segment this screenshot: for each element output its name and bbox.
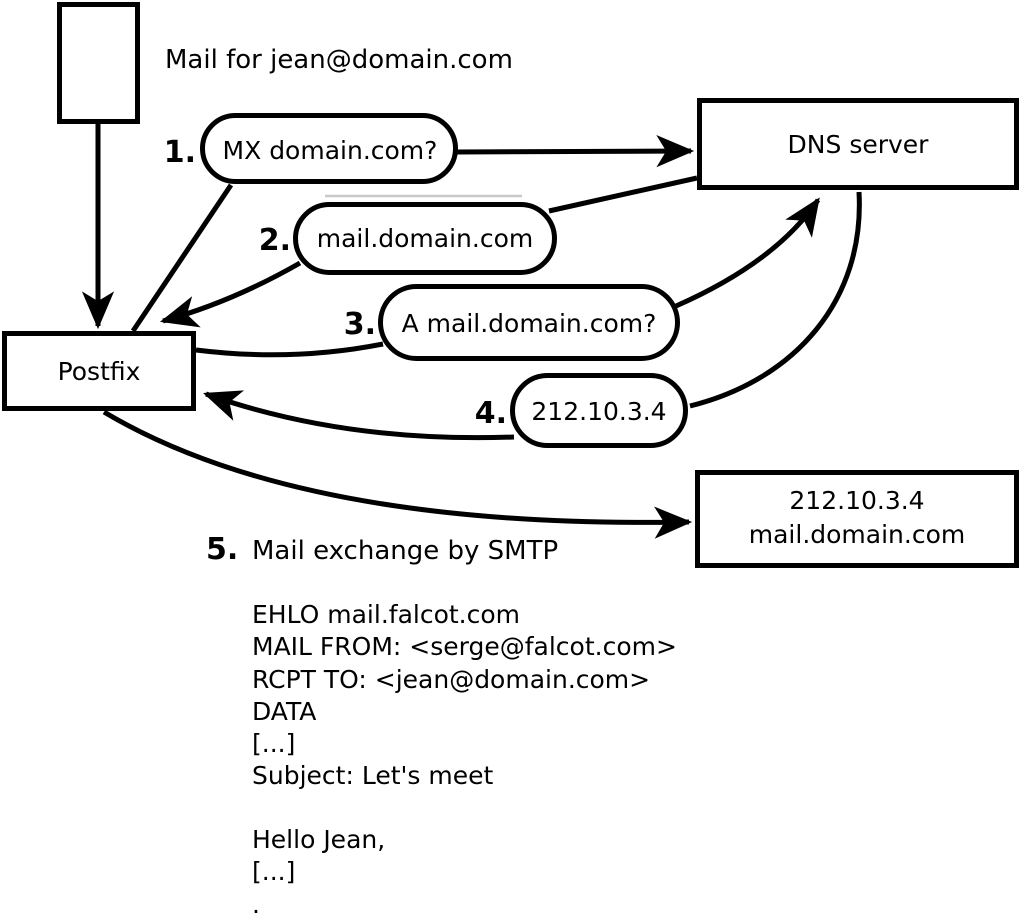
pill-mx-query [200,113,458,184]
step-5-label: Mail exchange by SMTP [252,536,558,566]
step-3-number: 3. [344,307,376,342]
mail-server-box [695,470,1019,568]
step-5-number: 5. [206,532,238,567]
smtp-line: [...] [252,857,295,886]
step-1-number: 1. [164,135,196,170]
dns-server-label: DNS server [788,130,930,159]
mail-server-ip: 212.10.3.4 [789,486,924,515]
line-postfix-to-mx-query [130,183,234,333]
smtp-line: MAIL FROM: <serge@falcot.com> [252,632,677,661]
arrow-a-answer-to-postfix [203,390,515,441]
step-2-number: 2. [259,223,291,258]
smtp-line: Subject: Let's meet [252,761,493,790]
mail-server-hostname: mail.domain.com [749,520,965,549]
line-dns-to-mx-answer [548,175,698,214]
mail-message-icon [57,2,140,124]
step-4-number: 4. [475,396,507,431]
arrow-a-query-to-dns [674,197,821,309]
pill-a-answer [510,373,688,448]
pill-a-query-label: A mail.domain.com? [402,309,657,338]
postfix-label: Postfix [58,357,141,386]
smtp-line: DATA [252,697,316,726]
arrow-mx-answer-to-postfix [159,260,302,328]
postfix-box [2,331,196,411]
dns-server-box [697,98,1019,190]
smtp-line: [...] [252,729,295,758]
pill-mx-answer [293,202,557,275]
pill-mx-answer-label: mail.domain.com [317,224,533,253]
pill-a-answer-label: 212.10.3.4 [531,397,666,426]
diagram-title: Mail for jean@domain.com [165,45,513,75]
smtp-line: RCPT TO: <jean@domain.com> [252,665,650,694]
smtp-transcript: EHLO mail.falcot.com MAIL FROM: <serge@f… [252,600,677,919]
pill-mx-query-label: MX domain.com? [223,136,438,165]
arrow-mx-query-to-dns [456,135,695,168]
smtp-line: EHLO mail.falcot.com [252,600,520,629]
arrow-postfix-to-mailserver [102,409,693,539]
line-dns-to-a-answer [689,191,862,409]
line-postfix-to-a-query [195,341,384,358]
pill-a-query [378,284,680,361]
smtp-line: . [252,890,260,919]
smtp-line: Hello Jean, [252,825,385,854]
